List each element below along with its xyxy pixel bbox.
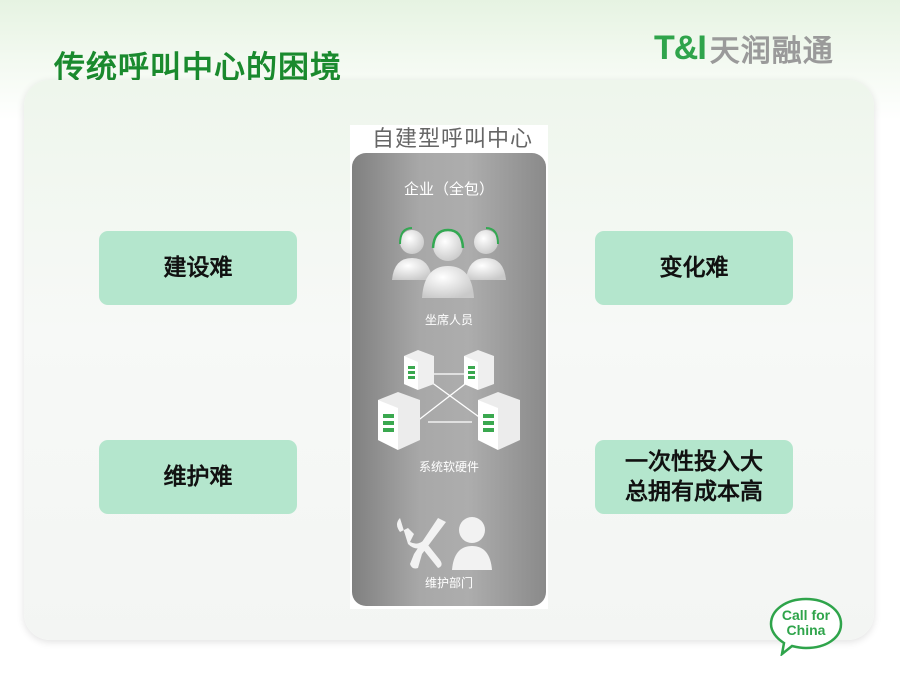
- center-body: [352, 153, 546, 606]
- center-subtitle: 企业（全包）: [403, 180, 494, 198]
- group-label-agents: 坐席人员: [424, 313, 473, 327]
- maintenance-icon: [397, 517, 492, 570]
- call-for-china-badge: Call for China: [768, 596, 844, 656]
- group-label-maintenance: 维护部门: [424, 576, 473, 590]
- logo-mark: T&I: [654, 28, 707, 67]
- badge-line-1: Call for: [781, 607, 831, 623]
- center-heading: 自建型呼叫中心: [372, 127, 534, 152]
- speech-bubble-icon: [769, 597, 843, 656]
- servers-icon: [378, 350, 520, 450]
- logo-name: 天润融通: [709, 34, 834, 69]
- challenge-box-construction: 建设难: [99, 231, 297, 305]
- group-label-servers: 系统软硬件: [418, 460, 479, 474]
- badge-line-2: China: [786, 622, 826, 638]
- challenge-box-change: 变化难: [595, 231, 793, 305]
- company-logo: T&I 天润融通: [654, 28, 834, 70]
- agents-icon: [392, 227, 506, 298]
- challenge-box-cost: 一次性投入大 总拥有成本高: [595, 440, 793, 514]
- challenge-box-maintenance: 维护难: [99, 440, 297, 514]
